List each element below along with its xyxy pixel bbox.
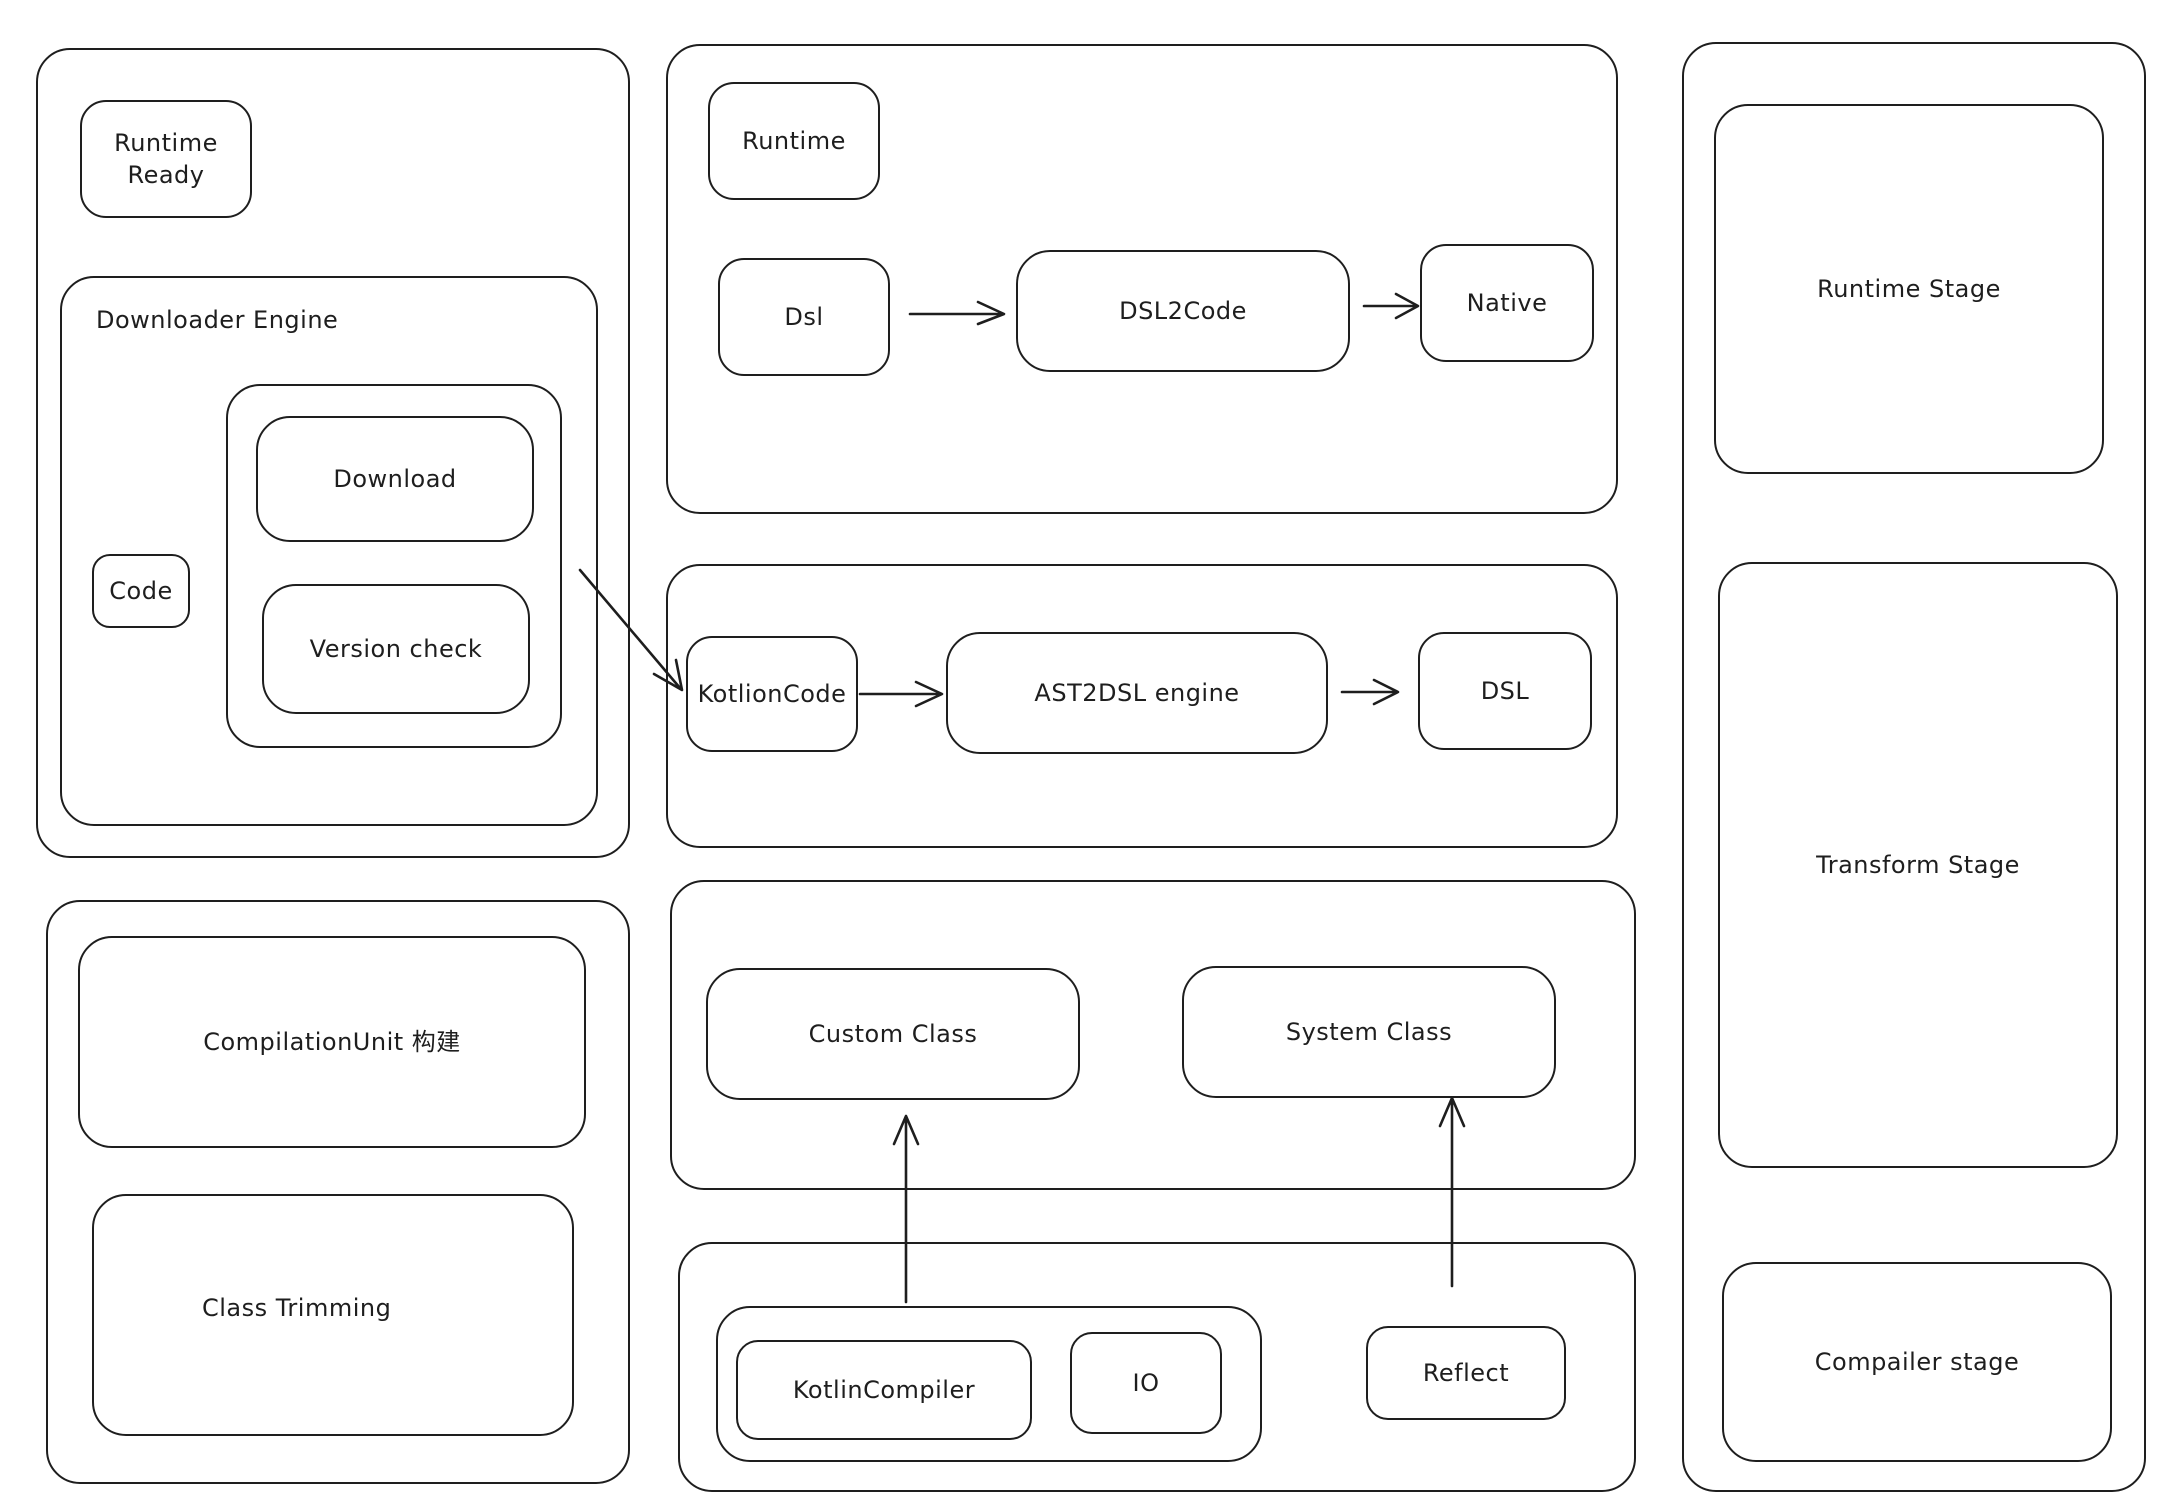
compilation-unit-label: CompilationUnit 构建: [203, 1027, 461, 1056]
class-trimming-node[interactable]: [92, 1194, 574, 1436]
stages-group: [1682, 42, 2146, 1492]
kotlin-compiler-io-group: [716, 1306, 1262, 1462]
dsl-output-node[interactable]: DSL: [1418, 632, 1592, 750]
downloader-engine-group: [60, 276, 598, 826]
ast2dsl-engine-label: AST2DSL engine: [1034, 678, 1240, 707]
kotlion-code-group: [666, 564, 1618, 848]
compailer-stage-label: Compailer stage: [1814, 1347, 2020, 1376]
left-top-group: [36, 48, 630, 858]
transform-stage-label: Transform Stage: [1816, 850, 2020, 879]
dsl-node[interactable]: Dsl: [718, 258, 890, 376]
ast2dsl-engine-node[interactable]: AST2DSL engine: [946, 632, 1328, 754]
custom-class-label: Custom Class: [808, 1019, 978, 1048]
native-node[interactable]: Native: [1420, 244, 1594, 362]
kotlion-code-node[interactable]: KotlionCode: [686, 636, 858, 752]
custom-class-node[interactable]: Custom Class: [706, 968, 1080, 1100]
left-bottom-group: [46, 900, 630, 1484]
class-trimming-label: Class Trimming: [202, 1294, 392, 1322]
runtime-stage-node[interactable]: Runtime Stage: [1714, 104, 2104, 474]
code-node[interactable]: Code: [92, 554, 190, 628]
download-label: Download: [333, 464, 457, 493]
native-label: Native: [1466, 288, 1548, 317]
dsl2code-label: DSL2Code: [1119, 296, 1247, 325]
transform-stage-node[interactable]: Transform Stage: [1718, 562, 2118, 1168]
code-label: Code: [109, 576, 173, 605]
io-label: IO: [1132, 1368, 1160, 1397]
kotlin-compiler-label: KotlinCompiler: [792, 1375, 976, 1404]
compiler-io-group: [678, 1242, 1636, 1492]
runtime-ready-node[interactable]: Runtime Ready: [80, 100, 252, 218]
system-class-label: System Class: [1285, 1017, 1453, 1046]
system-class-node[interactable]: System Class: [1182, 966, 1556, 1098]
version-check-label: Version check: [309, 634, 483, 663]
version-check-node[interactable]: Version check: [262, 584, 530, 714]
io-node[interactable]: IO: [1070, 1332, 1222, 1434]
runtime-stage-label: Runtime Stage: [1817, 274, 2001, 303]
reflect-label: Reflect: [1422, 1358, 1510, 1387]
kotlin-compiler-node[interactable]: KotlinCompiler: [736, 1340, 1032, 1440]
class-group: [670, 880, 1636, 1190]
compilation-unit-node[interactable]: CompilationUnit 构建: [78, 936, 586, 1148]
runtime-node[interactable]: Runtime: [708, 82, 880, 200]
download-check-group: [226, 384, 562, 748]
runtime-group: [666, 44, 1618, 514]
runtime-label: Runtime: [742, 126, 846, 155]
kotlion-code-label: KotlionCode: [697, 679, 847, 708]
reflect-node[interactable]: Reflect: [1366, 1326, 1566, 1420]
dsl-label: Dsl: [784, 302, 824, 331]
download-node[interactable]: Download: [256, 416, 534, 542]
compailer-stage-node[interactable]: Compailer stage: [1722, 1262, 2112, 1462]
runtime-ready-label: Runtime Ready: [114, 128, 218, 189]
dsl2code-node[interactable]: DSL2Code: [1016, 250, 1350, 372]
dsl-output-label: DSL: [1480, 676, 1530, 705]
downloader-engine-label: Downloader Engine: [96, 306, 339, 334]
